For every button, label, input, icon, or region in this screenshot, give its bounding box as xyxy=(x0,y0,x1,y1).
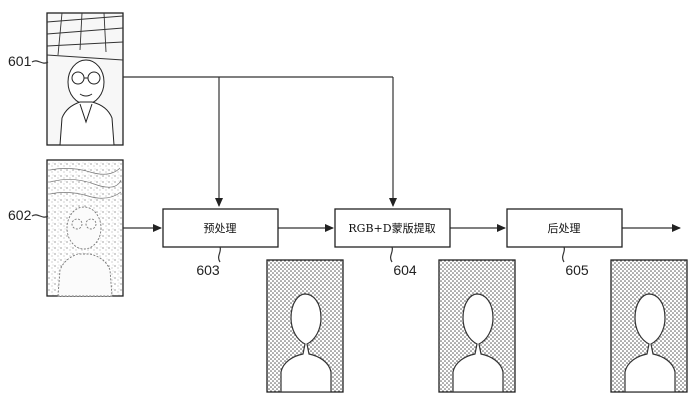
output-mask-603 xyxy=(266,259,344,393)
output-mask-604 xyxy=(438,259,516,393)
depth-map-icon xyxy=(57,206,113,297)
postprocess-box: 后处理 xyxy=(506,208,623,248)
person-photo-icon xyxy=(59,59,115,146)
svg-text:604: 604 xyxy=(393,262,417,278)
output-mask-605 xyxy=(610,259,688,393)
svg-text:603: 603 xyxy=(196,262,220,278)
mask-extract-box: RGB+D蒙版提取 xyxy=(334,208,451,248)
preprocess-label: 预处理 xyxy=(204,222,237,235)
ref-label-603: 603 xyxy=(196,246,222,278)
ref-label-601: 601 xyxy=(8,53,49,69)
input-rgb-image xyxy=(46,12,124,146)
rgb-feed-lines xyxy=(123,76,397,207)
ref-label-605: 605 xyxy=(561,246,589,278)
ref-label-602: 602 xyxy=(8,207,49,223)
input-depth-image xyxy=(46,159,124,297)
ref-label-604: 604 xyxy=(389,246,417,278)
svg-text:602: 602 xyxy=(8,207,32,223)
postprocess-label: 后处理 xyxy=(548,222,581,235)
mask-extract-label: RGB+D蒙版提取 xyxy=(348,221,435,235)
svg-text:605: 605 xyxy=(565,262,589,278)
preprocess-box: 预处理 xyxy=(162,208,279,248)
svg-text:601: 601 xyxy=(8,53,32,69)
